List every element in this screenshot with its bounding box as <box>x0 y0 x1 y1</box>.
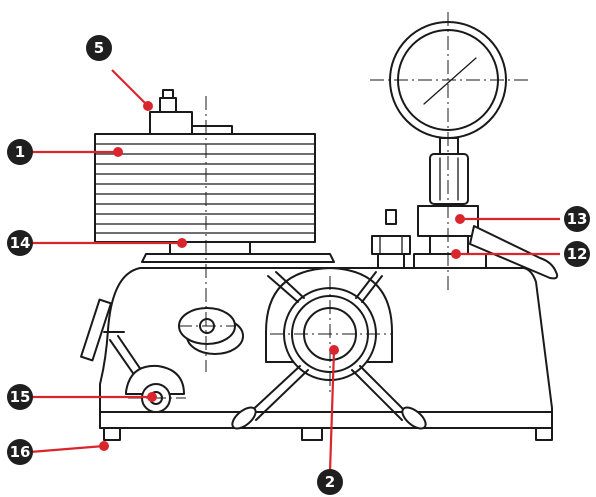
foot-left <box>103 427 121 441</box>
weight-stack <box>94 89 335 263</box>
callout-1-label: 1 <box>15 143 25 161</box>
callout-12-label: 12 <box>567 245 588 263</box>
foot-right <box>535 427 553 441</box>
callout-badges: 5 1 14 13 12 15 16 2 <box>7 35 590 495</box>
callout-5-label: 5 <box>94 39 104 57</box>
callout-13-label: 13 <box>567 210 588 228</box>
leader-lines <box>29 69 560 473</box>
callout-12: 12 <box>564 241 590 267</box>
dot-2 <box>329 345 339 355</box>
callout-15: 15 <box>7 384 33 410</box>
callout-13: 13 <box>564 206 590 232</box>
dot-14 <box>177 238 187 248</box>
callout-5: 5 <box>86 35 112 61</box>
callout-15-label: 15 <box>10 388 31 406</box>
callout-16: 16 <box>7 439 33 465</box>
pressure-gauge <box>389 21 559 280</box>
dot-13 <box>455 214 465 224</box>
dot-1 <box>113 147 123 157</box>
dot-5 <box>143 101 153 111</box>
nut-fitting <box>371 209 411 269</box>
callout-2-label: 2 <box>325 473 335 491</box>
leader-2 <box>328 349 336 473</box>
center-lines <box>128 12 528 399</box>
leader-16 <box>29 444 105 454</box>
callout-2: 2 <box>317 469 343 495</box>
callout-1: 1 <box>7 139 33 165</box>
callout-16-label: 16 <box>10 443 31 461</box>
foot-middle <box>301 427 323 441</box>
dot-15 <box>147 392 157 402</box>
dot-16 <box>99 441 109 451</box>
callout-14-label: 14 <box>10 234 31 252</box>
callout-14: 14 <box>7 230 33 256</box>
leader-5 <box>111 69 149 107</box>
dot-12 <box>451 249 461 259</box>
